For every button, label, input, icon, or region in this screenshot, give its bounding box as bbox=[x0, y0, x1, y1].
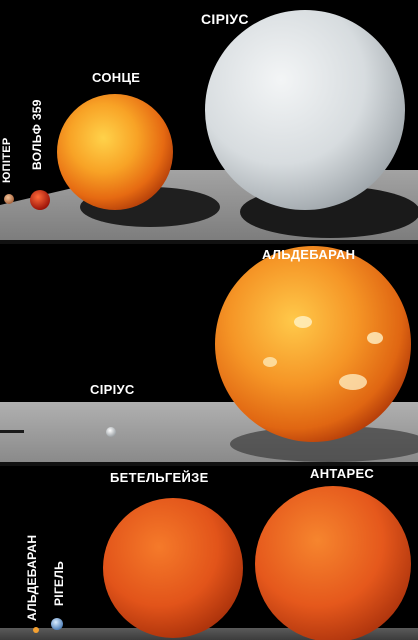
label-betelgeuse: БЕТЕЛЬГЕЙЗЕ bbox=[110, 470, 209, 485]
wolf359-star bbox=[30, 190, 50, 210]
label-aldebaran-2: АЛЬДЕБАРАН bbox=[262, 247, 356, 262]
label-jupiter: ЮПІТЕР bbox=[1, 137, 13, 184]
divider-2 bbox=[0, 462, 418, 466]
label-sun: СОНЦЕ bbox=[92, 70, 141, 85]
sun-star bbox=[57, 94, 173, 210]
scene-1 bbox=[0, 10, 418, 240]
aldebaran-spot bbox=[294, 316, 312, 328]
panel-betelgeuse-antares: БЕТЕЛЬГЕЙЗЕ АНТАРЕС АЛЬДЕБАРАН РІГЕЛЬ bbox=[0, 466, 418, 640]
label-wolf359: ВОЛЬФ 359 bbox=[30, 99, 44, 170]
betelgeuse-star bbox=[103, 498, 243, 638]
label-aldebaran-3: АЛЬДЕБАРАН bbox=[25, 534, 39, 621]
aldebaran-spot bbox=[263, 357, 277, 367]
jupiter-planet bbox=[4, 194, 14, 204]
panel-aldebaran-sirius: АЛЬДЕБАРАН СІРІУС bbox=[0, 244, 418, 462]
aldebaran-spot bbox=[367, 332, 383, 344]
panel-sun-sirius: СІРІУС СОНЦЕ ВОЛЬФ 359 ЮПІТЕР bbox=[0, 0, 418, 240]
label-rigel: РІГЕЛЬ bbox=[52, 561, 66, 606]
sirius-star bbox=[205, 10, 405, 210]
label-sirius-2: СІРІУС bbox=[90, 382, 135, 397]
label-antares: АНТАРЕС bbox=[310, 466, 375, 481]
aldebaran-star-small bbox=[33, 627, 39, 633]
scene-2 bbox=[0, 246, 418, 462]
label-sirius-1: СІРІУС bbox=[201, 11, 249, 27]
antares-star bbox=[255, 486, 411, 640]
sirius-star-small bbox=[106, 427, 116, 437]
scene-3 bbox=[0, 486, 418, 640]
edge-mark bbox=[0, 430, 24, 433]
rigel-star bbox=[51, 618, 63, 630]
aldebaran-spot bbox=[339, 374, 367, 390]
divider-1 bbox=[0, 240, 418, 244]
aldebaran-star bbox=[215, 246, 411, 442]
